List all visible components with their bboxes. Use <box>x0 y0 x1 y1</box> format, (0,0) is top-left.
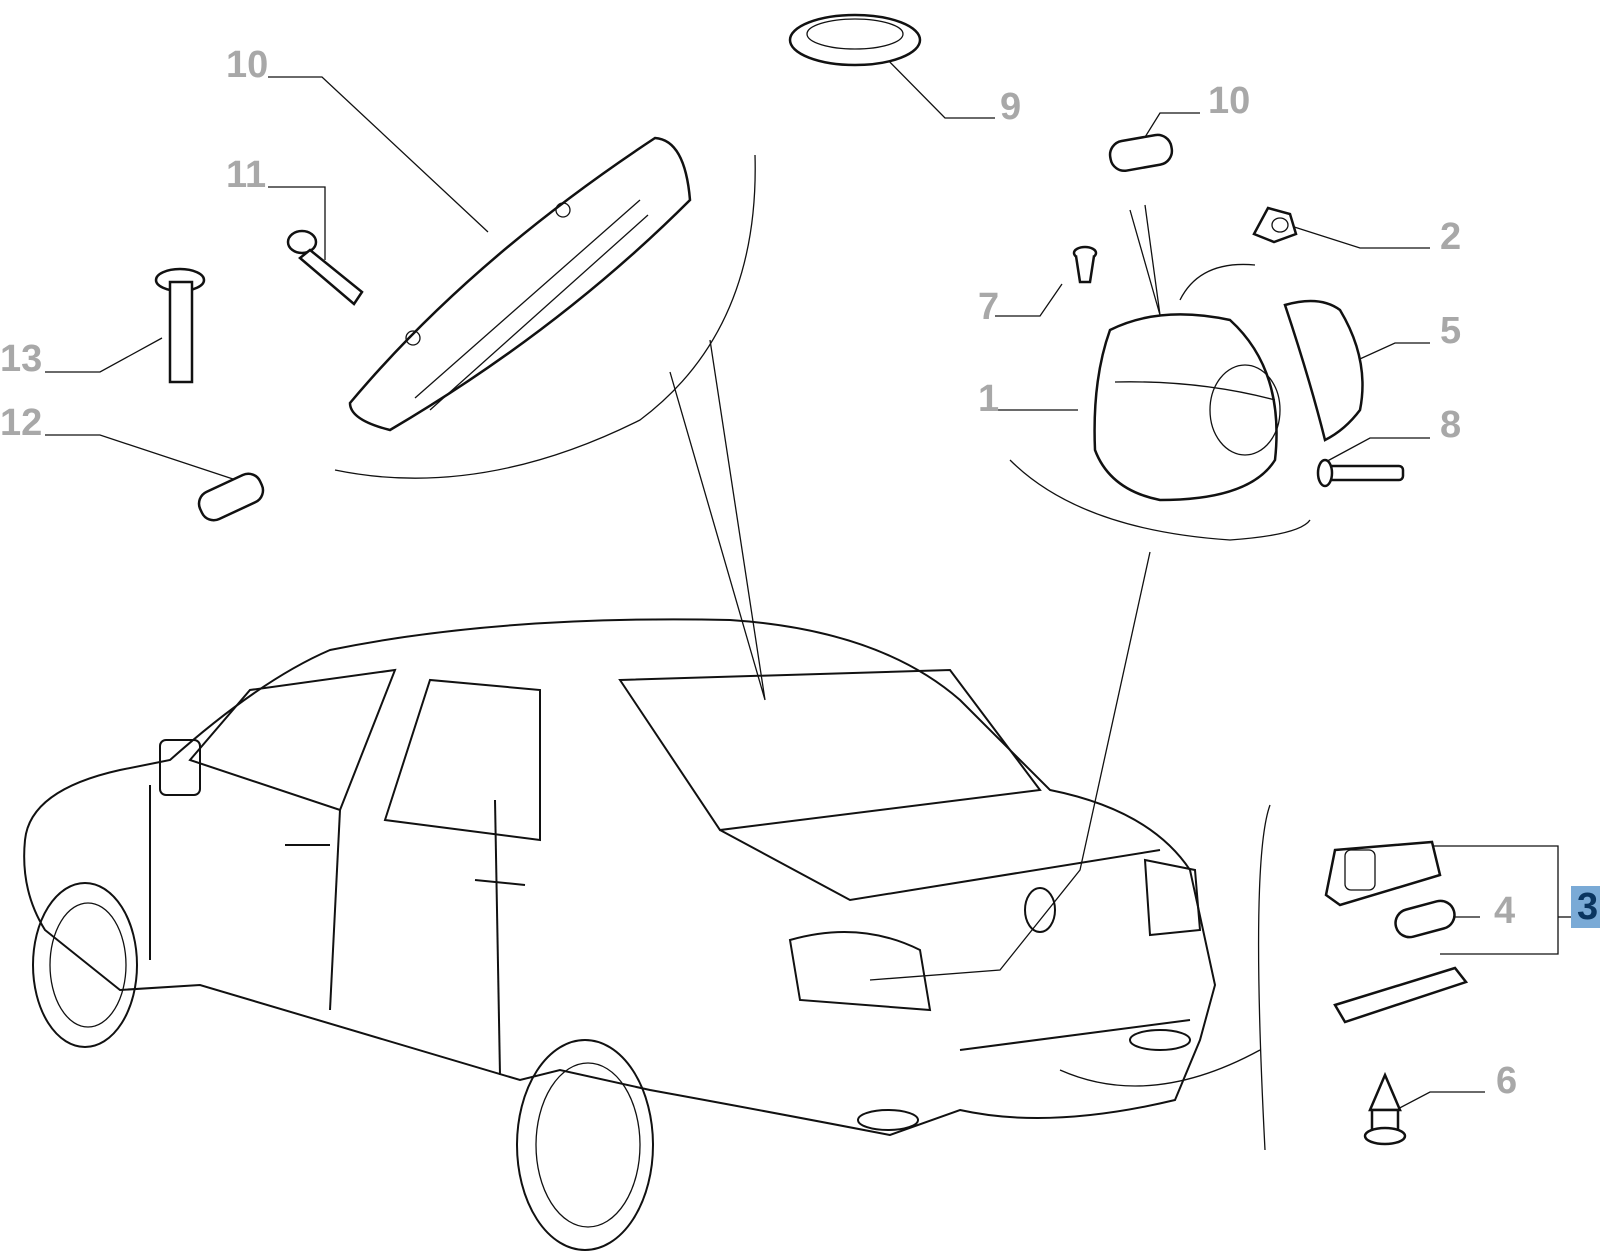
part-lens-5[interactable] <box>1283 299 1364 442</box>
part-plate-light-housing[interactable] <box>1324 840 1442 907</box>
callout-6[interactable]: 6 <box>1496 1060 1518 1102</box>
leader-lines <box>45 51 1574 1151</box>
part-spacer-14[interactable] <box>154 267 206 384</box>
part-grommet-9[interactable] <box>788 13 922 67</box>
part-brake-light-11[interactable] <box>348 136 692 432</box>
callout-9[interactable]: 9 <box>1000 86 1022 128</box>
callout-8[interactable]: 8 <box>1440 404 1462 446</box>
callout-13[interactable]: 12 <box>0 402 43 444</box>
part-plate-light-lens[interactable] <box>1333 966 1469 1024</box>
callout-12[interactable]: 11 <box>226 154 267 196</box>
callout-1[interactable]: 1 <box>978 378 1000 420</box>
part-nut-2[interactable] <box>1252 206 1298 244</box>
callout-11[interactable]: 10 <box>226 44 269 86</box>
callout-5[interactable]: 5 <box>1440 310 1462 352</box>
part-clip-7[interactable] <box>1072 245 1098 284</box>
callout-3-selected[interactable]: 3 <box>1571 886 1600 928</box>
callout-10[interactable]: 10 <box>1208 80 1251 122</box>
car-illustration <box>23 618 1217 1251</box>
part-screw-12[interactable] <box>286 229 364 306</box>
part-stud-8[interactable] <box>1316 458 1405 488</box>
part-plate-light-bulb-4[interactable] <box>1392 898 1457 941</box>
part-screw-6[interactable] <box>1363 1071 1407 1146</box>
part-bulb-13[interactable] <box>195 469 267 524</box>
part-bulb-10[interactable] <box>1108 133 1174 173</box>
part-tail-light-1[interactable] <box>1093 313 1281 502</box>
callout-2[interactable]: 2 <box>1440 216 1462 258</box>
callout-14[interactable]: 13 <box>0 338 43 380</box>
callout-7[interactable]: 7 <box>978 286 1000 328</box>
callout-4[interactable]: 4 <box>1494 890 1516 932</box>
